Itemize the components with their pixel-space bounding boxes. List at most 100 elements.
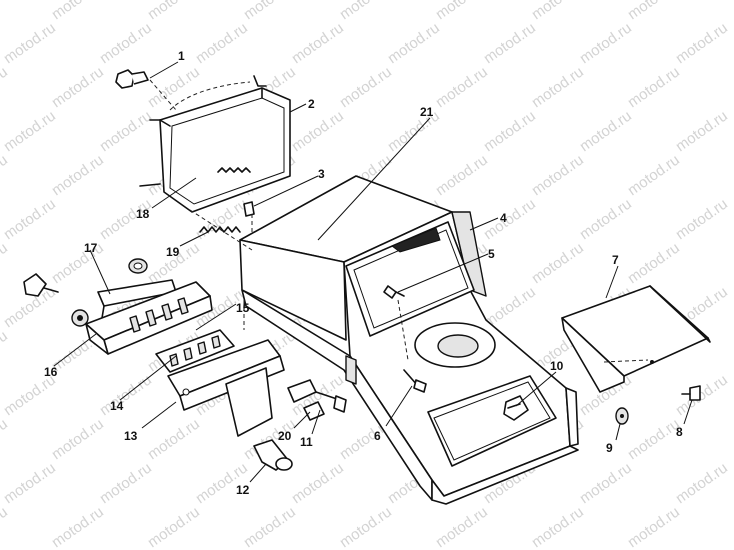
callout-7: 7 bbox=[612, 253, 619, 267]
watermark-text: motod.ru bbox=[1, 195, 59, 243]
callout-21: 21 bbox=[420, 105, 434, 119]
cover-plate bbox=[561, 285, 711, 393]
watermark-text: motod.ru bbox=[49, 0, 107, 23]
watermark-text: motod.ru bbox=[0, 327, 11, 375]
knob-left bbox=[23, 273, 59, 297]
watermark-text: motod.ru bbox=[337, 503, 395, 550]
watermark-text: motod.ru bbox=[0, 0, 11, 23]
watermark-text: motod.ru bbox=[289, 107, 347, 155]
watermark-text: motod.ru bbox=[673, 371, 731, 419]
callout-18: 18 bbox=[136, 207, 150, 221]
watermark-text: motod.ru bbox=[433, 63, 491, 111]
watermark-text: motod.ru bbox=[1, 107, 59, 155]
watermark-text: motod.ru bbox=[529, 63, 587, 111]
watermark-text: motod.ru bbox=[673, 19, 731, 67]
watermark-text: motod.ru bbox=[49, 503, 107, 550]
watermark-text: motod.ru bbox=[145, 0, 203, 23]
watermark-text: motod.ru bbox=[0, 63, 11, 111]
watermark-text: motod.ru bbox=[529, 151, 587, 199]
watermark-text: motod.ru bbox=[625, 415, 683, 463]
callout-10: 10 bbox=[550, 359, 564, 373]
watermark-text: motod.ru bbox=[241, 0, 299, 23]
callout-4: 4 bbox=[500, 211, 507, 225]
watermark-text: motod.ru bbox=[385, 19, 443, 67]
console-body bbox=[239, 175, 579, 505]
watermark-text: motod.ru bbox=[97, 459, 155, 507]
watermark-text: motod.ru bbox=[577, 107, 635, 155]
watermark-text: motod.ru bbox=[289, 459, 347, 507]
callout-19: 19 bbox=[166, 245, 180, 259]
watermark-text: motod.ru bbox=[673, 459, 731, 507]
watermark-text: motod.ru bbox=[577, 195, 635, 243]
watermark-text: motod.ru bbox=[673, 195, 731, 243]
watermark-text: motod.ru bbox=[433, 0, 491, 23]
watermark-text: motod.ru bbox=[337, 63, 395, 111]
assembly-line-a bbox=[189, 209, 253, 251]
watermark-text: motod.ru bbox=[337, 0, 395, 23]
watermark-text: motod.ru bbox=[433, 503, 491, 550]
callout-8: 8 bbox=[676, 425, 683, 439]
watermark-text: motod.ru bbox=[625, 239, 683, 287]
watermark-text: motod.ru bbox=[577, 459, 635, 507]
headlight-housing bbox=[139, 75, 291, 213]
assembly-line-c bbox=[397, 299, 409, 361]
watermark-text: motod.ru bbox=[625, 63, 683, 111]
mounting-plate-13 bbox=[167, 339, 285, 437]
watermark-text: motod.ru bbox=[49, 239, 107, 287]
callout-labels: 1 2 3 4 5 6 7 8 9 10 11 12 13 14 15 16 1… bbox=[44, 49, 683, 497]
callout-1: 1 bbox=[178, 49, 185, 63]
grommet-left bbox=[71, 309, 89, 327]
callout-14: 14 bbox=[110, 399, 124, 413]
key-switch bbox=[503, 395, 529, 421]
watermark-text: motod.ru bbox=[529, 0, 587, 23]
watermark-text: motod.ru bbox=[385, 107, 443, 155]
callout-6: 6 bbox=[374, 429, 381, 443]
watermark-text: motod.ru bbox=[0, 239, 11, 287]
watermark-text: motod.ru bbox=[529, 503, 587, 550]
switch-block-14 bbox=[155, 329, 235, 373]
callout-15: 15 bbox=[236, 301, 250, 315]
callout-16: 16 bbox=[44, 365, 58, 379]
watermark-text: motod.ru bbox=[49, 415, 107, 463]
spring-19 bbox=[199, 226, 241, 233]
watermark-text: motod.ru bbox=[625, 0, 683, 23]
watermark-text: motod.ru bbox=[49, 151, 107, 199]
watermark-text: motod.ru bbox=[481, 107, 539, 155]
watermark-text: motod.ru bbox=[529, 239, 587, 287]
watermark-text: motod.ru bbox=[577, 19, 635, 67]
watermark-text: motod.ru bbox=[241, 503, 299, 550]
screw-6 bbox=[403, 369, 427, 393]
watermark-text: motod.ru bbox=[1, 19, 59, 67]
watermark-text: motod.ru bbox=[1, 459, 59, 507]
watermark-text: motod.ru bbox=[97, 19, 155, 67]
switch-block-16 bbox=[85, 281, 213, 355]
watermark-text: motod.ru bbox=[0, 151, 11, 199]
watermark-text: motod.ru bbox=[673, 107, 731, 155]
bulb bbox=[115, 69, 177, 111]
callout-2: 2 bbox=[308, 97, 315, 111]
watermark-text: motod.ru bbox=[625, 151, 683, 199]
watermark-text: motod.ru bbox=[145, 503, 203, 550]
grommet-top bbox=[128, 258, 148, 274]
watermark-text: motod.ru bbox=[97, 107, 155, 155]
watermark-text: motod.ru bbox=[481, 195, 539, 243]
callout-3: 3 bbox=[318, 167, 325, 181]
screw-5 bbox=[383, 285, 405, 299]
watermark-text: motod.ru bbox=[0, 415, 11, 463]
callout-12: 12 bbox=[236, 483, 250, 497]
switch-11 bbox=[287, 379, 347, 413]
watermark-text: motod.ru bbox=[289, 19, 347, 67]
spring-18 bbox=[217, 167, 251, 173]
watermark-text: motod.ru bbox=[145, 415, 203, 463]
callout-5: 5 bbox=[488, 247, 495, 261]
watermark-text: motod.ru bbox=[193, 19, 251, 67]
watermark-text: motod.ru bbox=[481, 19, 539, 67]
watermark-text: motod.ru bbox=[433, 151, 491, 199]
callout-9: 9 bbox=[606, 441, 613, 455]
callout-13: 13 bbox=[124, 429, 138, 443]
callout-17: 17 bbox=[84, 241, 98, 255]
watermark-text: motod.ru bbox=[0, 503, 11, 550]
leader-lines bbox=[53, 61, 693, 483]
